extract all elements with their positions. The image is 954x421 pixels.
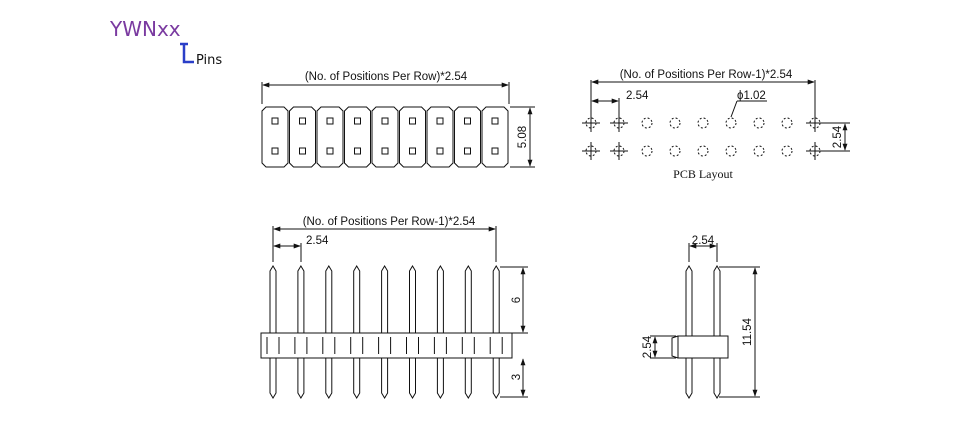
pcb-hole [698,118,708,128]
pcb-hole [782,118,792,128]
side-body-edge [672,336,678,358]
pcb-caption: PCB Layout [673,167,733,181]
pad [410,118,416,124]
pad [465,148,471,154]
row-pitch-dim: 2.54 [832,125,844,148]
pcb-hole [670,146,680,156]
header-pin [295,266,307,398]
header-pin [267,266,279,398]
hole-dim: ϕ1.02 [737,90,766,102]
header-pin [351,266,363,398]
side-pin [686,266,692,398]
part-number: YWNxx Pins [109,17,222,68]
pad [300,118,306,124]
pad [327,118,333,124]
pad [410,148,416,154]
pad [382,118,388,124]
part-code: YWNxx [109,17,181,41]
pad [465,118,471,124]
top-width-dim: (No. of Positions Per Row)*2.54 [305,71,468,83]
pad [355,148,361,154]
pins-bracket [180,44,194,62]
pcb-hole [670,118,680,128]
pcb-hole [754,118,764,128]
pcb-hole [754,146,764,156]
pcb-hole [782,146,792,156]
housing-cell [400,107,426,167]
pad [382,148,388,154]
header-pin [323,266,335,398]
body-height-dim: 2.54 [642,335,654,358]
side-pin [714,266,720,398]
pcb-layout: (No. of Positions Per Row-1)*2.54 2.54 ϕ… [582,69,850,181]
header-pin [407,266,419,398]
housing-cell [317,107,343,167]
pad [272,148,278,154]
top-height-dim: 5.08 [517,126,529,148]
pad [300,148,306,154]
housing-cell [482,107,508,167]
top-view: (No. of Positions Per Row)*2.54 5.08 [262,71,535,167]
pcb-hole [642,146,652,156]
side-body [678,336,728,358]
header-pin [462,266,474,398]
side-pitch-dim: 2.54 [692,235,715,247]
front-pitch-dim: 2.54 [306,235,329,247]
total-height-dim: 11.54 [742,317,754,346]
housing-cell [427,107,453,167]
pcb-span-dim: (No. of Positions Per Row-1)*2.54 [620,69,793,81]
housing-cell [372,107,398,167]
pcb-hole [698,146,708,156]
front-span-dim: (No. of Positions Per Row-1)*2.54 [303,216,476,228]
front-view: (No. of Positions Per Row-1)*2.54 2.54 6… [261,216,528,398]
header-pin [379,266,391,398]
pad [437,118,443,124]
pcb-pitch-dim: 2.54 [626,90,649,102]
housing-cell [345,107,371,167]
housing-cell [455,107,481,167]
insulator-body [261,333,512,358]
pins-label: Pins [196,53,222,68]
pad [492,118,498,124]
header-pin [434,266,446,398]
upper-pin-dim: 6 [511,297,523,303]
pad [272,118,278,124]
hole-leader [731,101,767,117]
pcb-hole [642,118,652,128]
pad [437,148,443,154]
pad [492,148,498,154]
side-view: 2.54 11.54 2.54 [642,235,760,398]
pad [355,118,361,124]
pad [327,148,333,154]
housing-cell [262,107,288,167]
housing-cell [290,107,316,167]
lower-pin-dim: 3 [511,374,523,380]
pcb-hole [726,118,736,128]
header-pin [490,266,502,398]
pcb-hole [726,146,736,156]
